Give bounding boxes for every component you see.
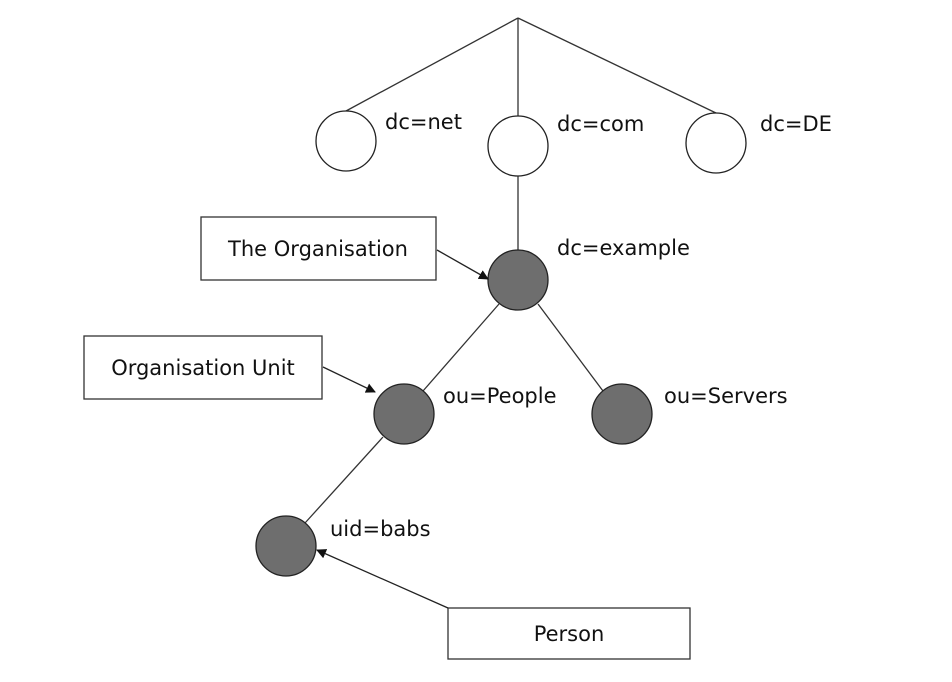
label-ou-people: ou=People bbox=[443, 384, 557, 408]
callout-organisation-unit: Organisation Unit bbox=[83, 335, 323, 400]
node-dc-example bbox=[487, 249, 549, 311]
callout-the-organisation: The Organisation bbox=[200, 216, 437, 281]
node-uid-babs bbox=[255, 515, 317, 577]
arrow-person-to-uid-babs bbox=[316, 549, 449, 609]
label-ou-servers: ou=Servers bbox=[664, 384, 788, 408]
node-ou-servers bbox=[591, 383, 653, 445]
edge-root-dc-de bbox=[517, 17, 717, 114]
callout-person: Person bbox=[447, 607, 691, 660]
label-dc-example: dc=example bbox=[557, 236, 690, 260]
label-uid-babs: uid=babs bbox=[330, 517, 431, 541]
node-dc-net bbox=[315, 110, 377, 172]
edge-root-dc-net bbox=[345, 17, 519, 112]
edge-dc-example-ou-people bbox=[422, 303, 500, 392]
callout-person-text: Person bbox=[534, 622, 605, 646]
arrow-organisation-to-dc-example bbox=[436, 249, 489, 280]
label-dc-com: dc=com bbox=[557, 112, 644, 136]
node-dc-de bbox=[685, 112, 747, 174]
callout-the-organisation-text: The Organisation bbox=[227, 237, 408, 261]
node-ou-people bbox=[373, 383, 435, 445]
label-dc-net: dc=net bbox=[385, 110, 462, 134]
arrow-organisation-unit-to-ou-people bbox=[322, 366, 376, 393]
callout-organisation-unit-text: Organisation Unit bbox=[111, 356, 295, 380]
node-dc-com bbox=[487, 115, 549, 177]
edge-dc-example-ou-servers bbox=[537, 303, 604, 392]
label-dc-de: dc=DE bbox=[760, 112, 832, 136]
edge-ou-people-uid-babs bbox=[304, 436, 384, 524]
